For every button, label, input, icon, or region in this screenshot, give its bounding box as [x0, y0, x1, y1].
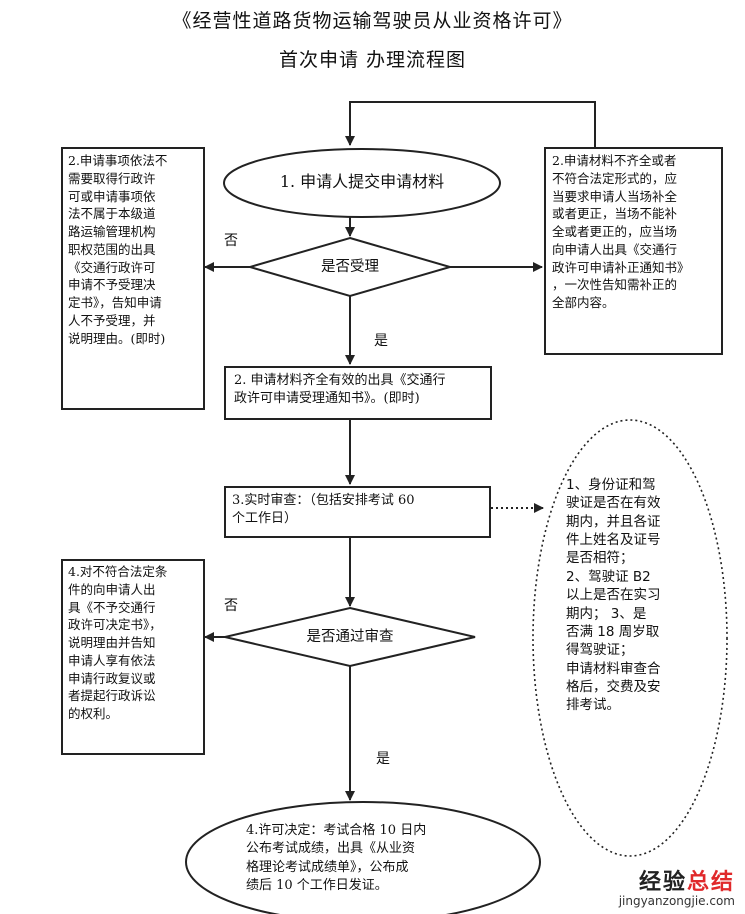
- reject-box: [61, 147, 205, 410]
- reject-box-text: 2.申请事项依法不 需要取得行政许 可或申请事项依 法不属于本级道 路运输管理机…: [68, 153, 168, 346]
- label-yes-accept: 是: [374, 333, 388, 349]
- pass-decision-label: 是否通过审查: [306, 629, 394, 645]
- review-box: [224, 486, 491, 538]
- review-notes-ellipse: [532, 419, 728, 857]
- watermark-logo: 经验总结 jingyanzongjie.com: [619, 864, 735, 908]
- label-no-accept: 否: [224, 233, 238, 249]
- label-yes-pass: 是: [376, 751, 390, 767]
- not-pass-box: [61, 559, 205, 755]
- watermark-brand-b: 总结: [686, 870, 735, 895]
- supplement-box-text: 2.申请材料不齐全或者 不符合法定形式的，应 当要求申请人当场补全 或者更正，当…: [552, 153, 690, 310]
- permit-node-text: 4.许可决定：考试合格 10 日内 公布考试成绩，出具《从业资 格理论考试成绩单…: [246, 823, 427, 894]
- page-title: 《经营性道路货物运输驾驶员从业资格许可》: [172, 10, 573, 32]
- accepted-box: [224, 366, 492, 420]
- label-no-pass: 否: [224, 598, 238, 614]
- accepted-box-text: 2. 申请材料齐全有效的出具《交通行 政许可申请受理通知书》。(即时): [234, 373, 446, 407]
- review-box-text: 3.实时审查：（包括安排考试 60 个工作日）: [232, 493, 415, 527]
- end-ellipse: [185, 801, 541, 914]
- start-ellipse: [223, 148, 501, 218]
- page-subtitle: 首次申请 办理流程图: [278, 49, 467, 71]
- not-pass-box-text: 4.对不符合法定条 件的向申请人出 具《不予交通行 政许可决定书》， 说明理由并…: [68, 564, 168, 721]
- watermark-url: jingyanzongjie.com: [618, 894, 735, 908]
- submit-node-label: 1. 申请人提交申请材料: [279, 172, 445, 191]
- accept-decision-label: 是否受理: [321, 259, 379, 275]
- loop-back-connector: [345, 101, 596, 148]
- review-notes-text: 1、身份证和驾 驶证是否在有效 期内，并且各证 件上姓名及证号 是否相符； 2、…: [566, 477, 661, 714]
- watermark-brand-a: 经验: [638, 870, 687, 895]
- supplement-box: [544, 147, 723, 355]
